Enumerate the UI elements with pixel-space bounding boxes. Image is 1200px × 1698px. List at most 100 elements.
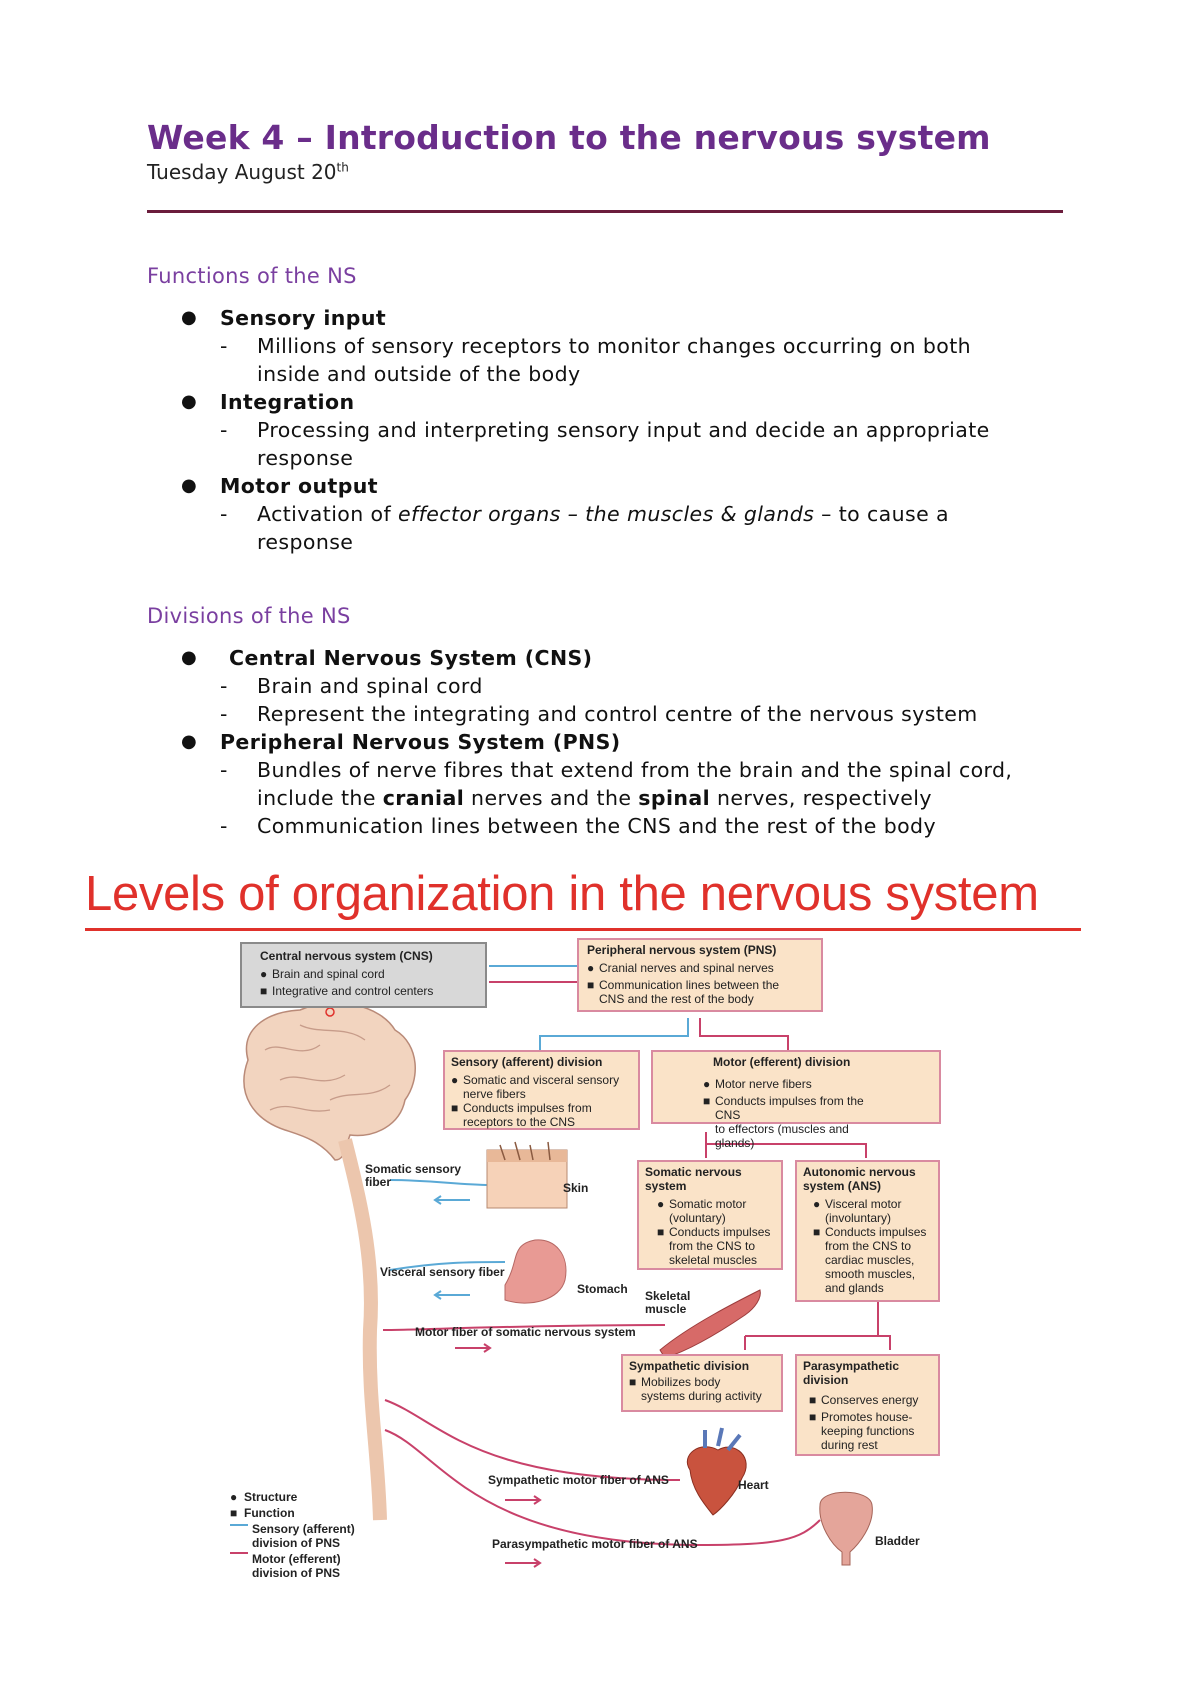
sub-text: Represent the integrating and control ce… [257,702,978,726]
sensory-box-title: Sensory (afferent) division [451,1055,603,1069]
sensory-structure-text-2: nerve fibers [463,1087,526,1101]
sub-text-bold: spinal [638,786,711,810]
list-item: ●Peripheral Nervous System (PNS) [147,728,1067,756]
skin-label: Skin [563,1181,589,1195]
motor-down-line [699,1018,789,1050]
motor-fiber-label: Motor fiber of somatic nervous system [415,1325,636,1339]
sub-item: -Communication lines between the CNS and… [147,812,1067,840]
label-text: muscle [645,1302,687,1316]
sympathetic-fiber [384,1399,681,1481]
divisions-list: ●Central Nervous System (CNS) -Brain and… [147,644,1067,840]
somatic-title-1: Somatic nervous [645,1165,742,1179]
ans-title-1: Autonomic nervous [803,1165,916,1179]
legend-text: Sensory (afferent) [252,1522,355,1536]
sub-item-cont: response [147,444,1067,472]
sub-item-cont: response [147,528,1067,556]
list-item: ●Integration [147,388,1067,416]
sub-text-italic: effector organs – the muscles & glands [398,502,815,526]
dash-icon: - [220,702,228,726]
bullet-icon: ● [181,731,198,752]
ans-function-text: Conducts impulses [825,1225,927,1239]
bullet-icon: ● [181,475,198,496]
label-text: Somatic sensory [365,1162,462,1176]
pns-structure-text: Cranial nerves and spinal nerves [599,961,774,975]
pns-function-text: Communication lines between the [599,978,780,992]
date-suffix: th [336,160,349,175]
brain-icon [243,1002,416,1161]
sub-item: -Activation of effector organs – the mus… [147,500,1067,528]
item-label: Motor output [220,474,378,498]
bladder-label: Bladder [875,1534,920,1548]
para-title-2: division [803,1373,849,1387]
legend-sensory: Sensory (afferent)division of PNS [230,1522,355,1550]
pns-function-text-2: CNS and the rest of the body [599,992,754,1006]
skeletal-muscle-icon [659,1289,761,1359]
sensory-function-text-2: receptors to the CNS [463,1115,576,1129]
sub-item: -Bundles of nerve fibres that extend fro… [147,756,1067,784]
sub-item: - Represent the integrating and control c… [147,700,1067,728]
sensory-division-box: Sensory (afferent) division ●Somatic and… [443,1050,640,1130]
ans-function-text-5: and glands [825,1281,884,1295]
sub-item: -Processing and interpreting sensory inp… [147,416,1067,444]
ans-title-2: system (ANS) [803,1179,882,1193]
para-function-text-4: during rest [821,1438,878,1452]
motor-box-title: Motor (efferent) division [713,1055,851,1069]
somatic-title-2: system [645,1179,687,1193]
page-title: Week 4 – Introduction to the nervous sys… [147,118,991,157]
ans-split-line [877,1302,891,1350]
legend-text: division of PNS [252,1566,341,1580]
sub-text: response [257,530,354,554]
bullet-icon: ● [181,647,198,668]
sub-text: nerves, respectively [710,786,932,810]
ans-function-text-4: smooth muscles, [825,1267,916,1281]
dash-icon: - [220,814,228,838]
list-item: ● Central Nervous System (CNS) [147,644,1067,672]
motor-function-text: Conducts impulses from the CNS [715,1094,864,1122]
visceral-sensory-fiber [389,1261,506,1271]
legend-structure: ●Structure [230,1490,298,1504]
symp-function-text: Mobilizes body [641,1375,721,1389]
sub-item-cont: inside and outside of the body [147,360,1067,388]
visceral-sensory-label: Visceral sensory fiber [380,1265,505,1279]
label-text: fiber [365,1175,392,1189]
list-item: ● Sensory input [147,304,1067,332]
dash-icon: - [220,418,228,442]
para-function-text: Conserves energy [821,1393,919,1407]
bullet-icon: ● [181,307,198,328]
legend-text: Function [244,1506,295,1520]
cns-structure: ●Brain and spinal cord [260,967,385,981]
para-function-text-2: Promotes house- [821,1410,913,1424]
item-label: Central Nervous System (CNS) [229,646,593,670]
date-text: Tuesday August 20 [147,160,337,184]
somatic-structure: ●Somatic motor(voluntary) [657,1197,747,1225]
dash-icon: - [220,334,228,358]
skin-icon [486,1141,568,1209]
ans-structure-text-2: (involuntary) [825,1211,892,1225]
cns-box-title: Central nervous system (CNS) [260,949,433,963]
symp-box-title: Sympathetic division [629,1359,750,1373]
sub-item-cont: include the cranial nerves and the spina… [147,784,1067,812]
sub-text-bold: cranial [382,786,465,810]
ans-function-text-2: from the CNS to [825,1239,912,1253]
heart-label: Heart [738,1478,769,1492]
ans-function-text-3: cardiac muscles, [825,1253,915,1267]
legend-function: ■Function [230,1506,295,1520]
motor-division-box: Motor (efferent) division ●Motor nerve f… [651,1050,941,1150]
sub-item: -Millions of sensory receptors to monito… [147,332,1067,360]
ans-structure-text: Visceral motor [825,1197,902,1211]
heart-icon [687,1427,747,1516]
motor-function-text-2: to effectors (muscles and glands) [715,1122,849,1150]
sensory-function-text: Conducts impulses from [463,1101,592,1115]
somatic-function-text-2: from the CNS to [669,1239,756,1253]
legend-text: division of PNS [252,1536,341,1550]
item-label: Sensory input [220,306,387,330]
